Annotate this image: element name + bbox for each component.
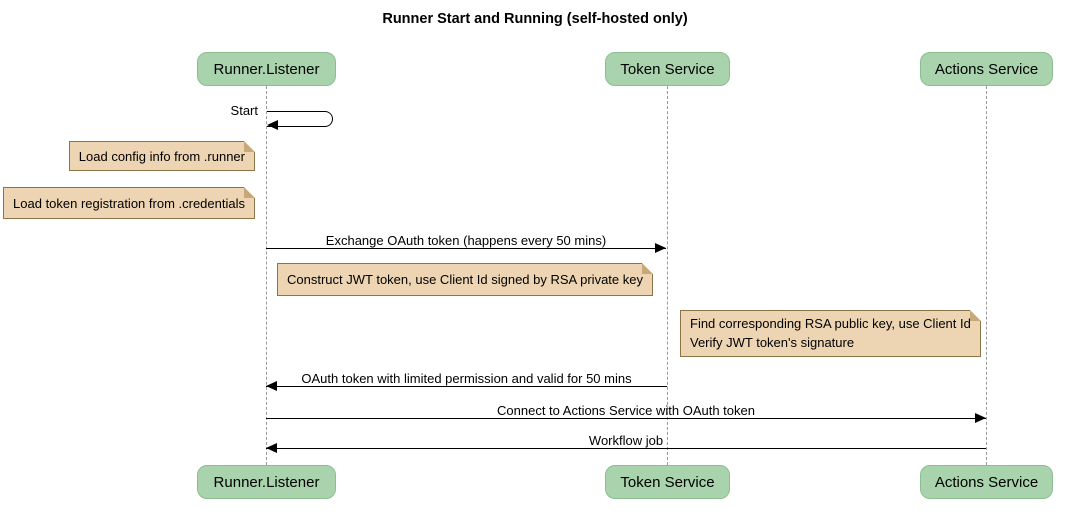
arrowhead-right-icon xyxy=(655,243,666,253)
participant-token-service-bottom: Token Service xyxy=(605,465,730,499)
message-workflow-job-line xyxy=(266,448,986,449)
lifeline-runner-listener xyxy=(266,86,267,465)
message-workflow-job-label: Workflow job xyxy=(588,433,664,448)
participant-label: Token Service xyxy=(620,60,715,78)
participant-label: Runner.Listener xyxy=(213,473,320,491)
note-text-line-1: Find corresponding RSA public key, use C… xyxy=(690,315,971,331)
message-oauth-token-line xyxy=(266,386,667,387)
participant-label: Actions Service xyxy=(934,473,1039,491)
arrowhead-right-icon xyxy=(975,413,986,423)
self-message-loop xyxy=(267,111,333,127)
note-load-token-registration: Load token registration from .credential… xyxy=(3,187,255,219)
participant-label: Actions Service xyxy=(934,60,1039,78)
arrowhead-left-icon xyxy=(266,443,277,453)
diagram-title: Runner Start and Running (self-hosted on… xyxy=(382,11,688,27)
participant-label: Token Service xyxy=(620,473,715,491)
note-construct-jwt: Construct JWT token, use Client Id signe… xyxy=(277,263,653,296)
arrowhead-left-icon xyxy=(266,381,277,391)
message-start-label: Start xyxy=(230,103,258,118)
note-load-config: Load config info from .runner xyxy=(68,141,256,171)
participant-runner-listener-bottom: Runner.Listener xyxy=(197,465,336,499)
participant-runner-listener-top: Runner.Listener xyxy=(197,52,336,86)
participant-actions-service-top: Actions Service xyxy=(920,52,1053,86)
participant-actions-service-bottom: Actions Service xyxy=(920,465,1053,499)
note-verify-jwt: Find corresponding RSA public key, use C… xyxy=(680,310,981,357)
note-text-line-2: Verify JWT token's signature xyxy=(690,334,855,350)
participant-token-service-top: Token Service xyxy=(605,52,730,86)
message-connect-actions-label: Connect to Actions Service with OAuth to… xyxy=(497,403,755,418)
note-text: Construct JWT token, use Client Id signe… xyxy=(287,272,643,287)
arrowhead-left-icon xyxy=(267,120,278,130)
note-text: Load config info from .runner xyxy=(78,148,245,164)
note-text: Load token registration from .credential… xyxy=(13,195,245,211)
message-oauth-token-label: OAuth token with limited permission and … xyxy=(301,371,632,386)
lifeline-actions-service xyxy=(986,86,987,465)
participant-label: Runner.Listener xyxy=(213,60,320,78)
message-exchange-oauth-label: Exchange OAuth token (happens every 50 m… xyxy=(325,233,607,248)
lifeline-token-service xyxy=(667,86,668,465)
message-exchange-oauth-line xyxy=(266,248,666,249)
message-connect-actions-line xyxy=(266,418,986,419)
